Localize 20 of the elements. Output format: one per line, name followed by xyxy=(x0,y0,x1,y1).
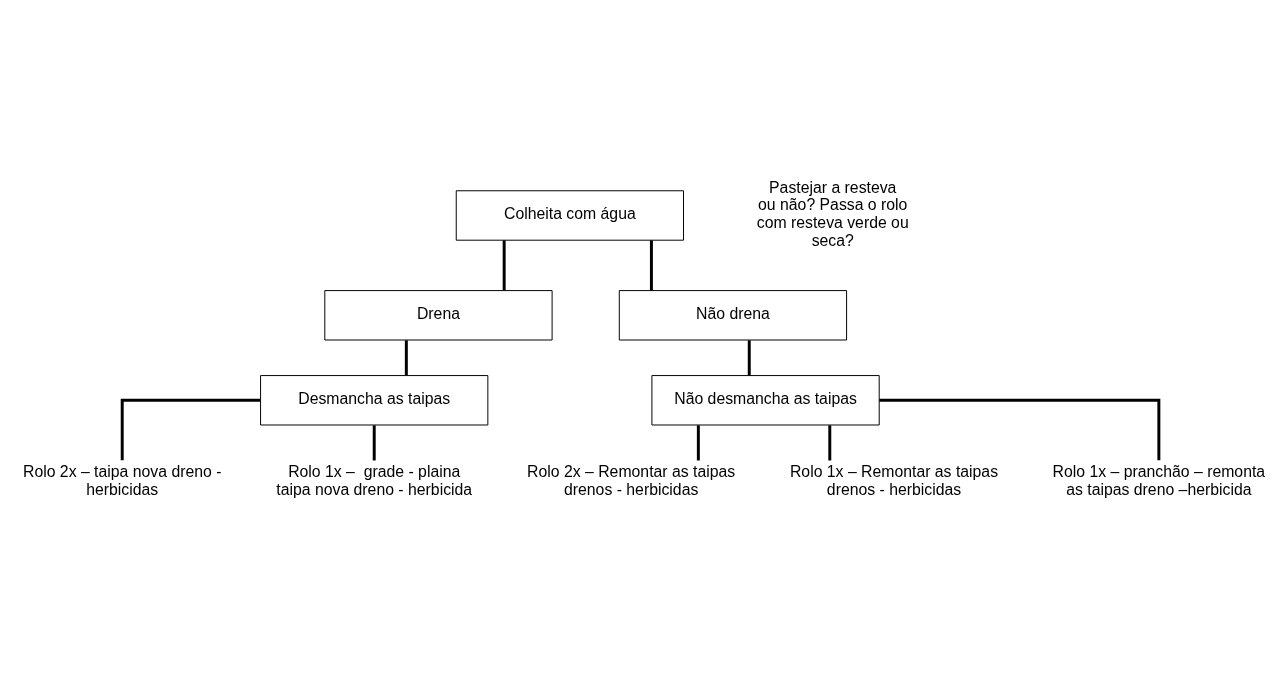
connector xyxy=(120,398,261,461)
node-text: Rolo 2x – taipa nova dreno - herbicidas xyxy=(22,463,222,498)
connector xyxy=(649,240,653,291)
node-box: Drena xyxy=(324,290,553,341)
connector xyxy=(747,340,751,376)
node-text: Rolo 1x – grade - plaina taipa nova dreno - herbicida xyxy=(276,463,473,498)
connector xyxy=(502,240,506,291)
node-box: Não drena xyxy=(618,290,848,341)
node-box: Desmancha as taipas xyxy=(260,375,489,426)
node-text: Rolo 1x – pranchão – remonta as taipas dreno –herbicida xyxy=(1052,463,1266,498)
node-box: Não desmancha as taipas xyxy=(651,375,880,426)
connector xyxy=(828,425,832,461)
connector xyxy=(372,425,376,461)
label: Pastejar a resteva ou não? Passa o rolo com resteva verde ou seca? xyxy=(756,178,909,249)
node-text: Rolo 2x – Remontar as taipas drenos - herbicidas xyxy=(527,463,736,498)
connector xyxy=(879,398,1161,461)
connector xyxy=(404,340,408,376)
connector xyxy=(696,425,700,461)
node-box: Colheita com água xyxy=(455,190,685,241)
node-text: Rolo 1x – Remontar as taipas drenos - herbicidas xyxy=(789,463,999,498)
